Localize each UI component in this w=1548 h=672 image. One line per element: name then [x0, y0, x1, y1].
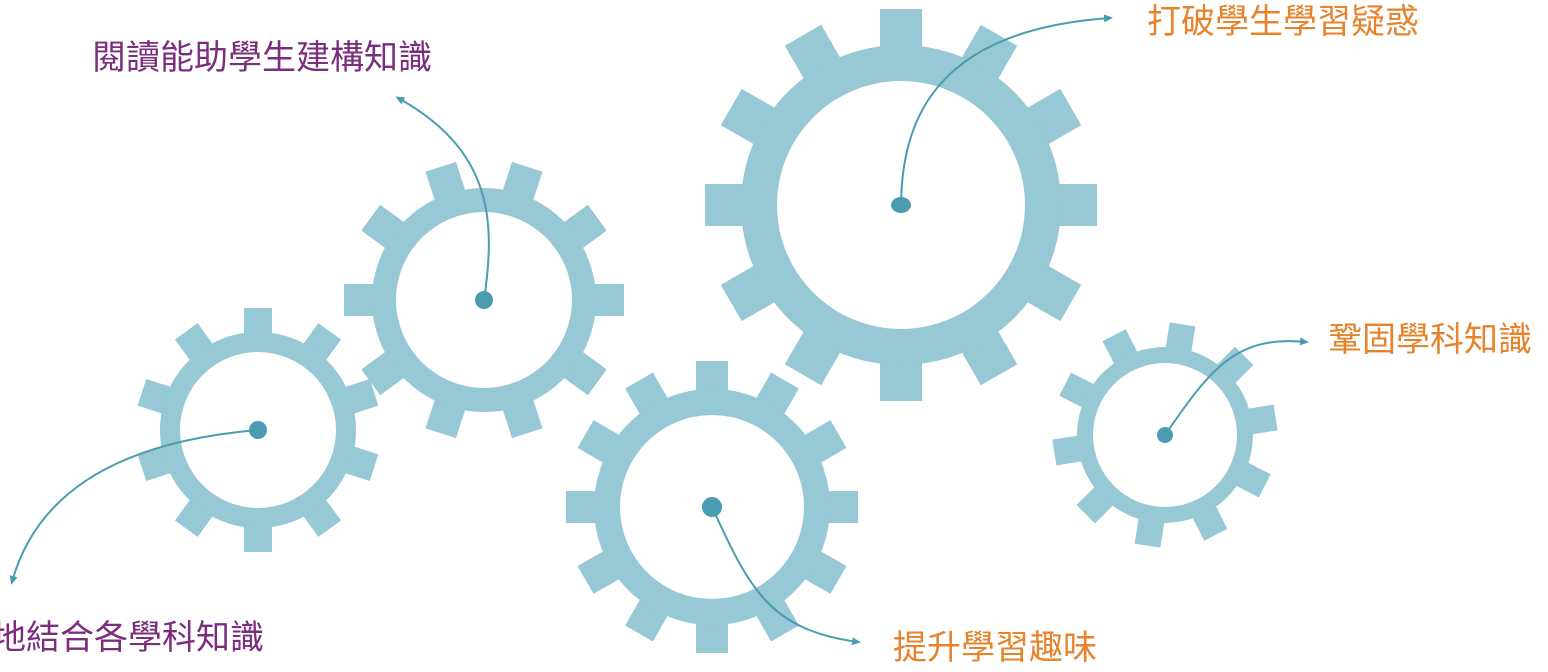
- gear-hub: [702, 497, 722, 517]
- label-combine: 地結合各學科知識: [0, 618, 264, 658]
- connector-consolidate: [1164, 337, 1309, 436]
- connector-interest: [711, 506, 861, 646]
- gear-hub: [1157, 427, 1173, 443]
- connector-reading: [395, 96, 490, 301]
- gear-tooth: [880, 359, 922, 401]
- label-interest: 提升學習趣味: [893, 628, 1097, 668]
- gear-tooth: [590, 284, 624, 316]
- gear-hub: [891, 197, 911, 213]
- label-reading: 閱讀能助學生建構知識: [92, 38, 432, 78]
- gear-tooth: [566, 491, 600, 523]
- label-consolidate: 鞏固學科知識: [1328, 320, 1532, 360]
- connector-combine: [9, 429, 259, 585]
- gear-hub: [249, 421, 267, 439]
- gear-icon: [344, 161, 624, 439]
- gear-tooth: [824, 491, 858, 523]
- gear-tooth: [344, 284, 378, 316]
- gear-hub: [475, 291, 493, 309]
- label-doubt: 打破學生學習疑惑: [1147, 2, 1419, 42]
- gear-tooth: [1055, 184, 1097, 226]
- connector-doubt: [900, 14, 1113, 206]
- gear-tooth: [880, 9, 922, 51]
- gear-tooth: [705, 184, 747, 226]
